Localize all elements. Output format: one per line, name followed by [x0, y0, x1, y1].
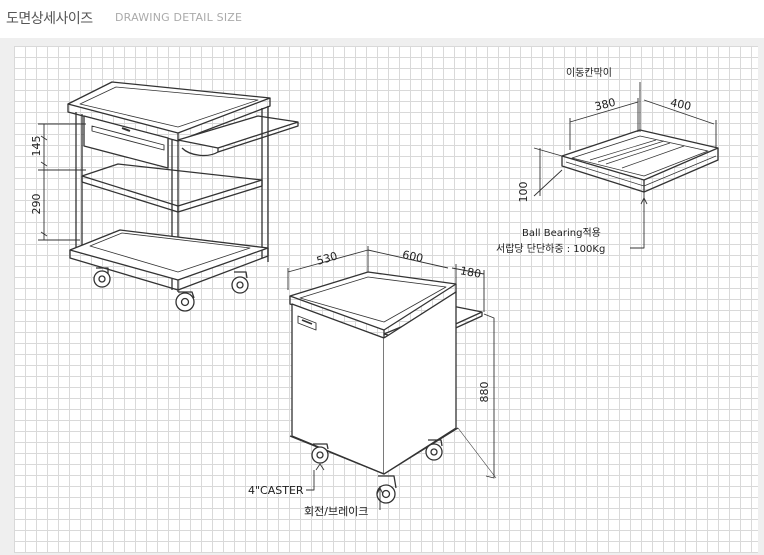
dim-shelf-290: 290	[30, 194, 43, 215]
header-bar: 도면상세사이즈 DRAWING DETAIL SIZE	[0, 0, 764, 38]
left-cart	[67, 81, 299, 312]
drawer-dimensions	[533, 82, 717, 249]
dim-400: 400	[669, 96, 692, 113]
page-title: 도면상세사이즈	[6, 11, 93, 27]
label-caster: 4"CASTER	[248, 484, 304, 497]
label-stopper: 이동칸막이	[566, 67, 612, 79]
label-bearing: Ball Bearing적용	[522, 227, 601, 239]
dim-100: 100	[517, 182, 530, 203]
dim-height-880: 880	[478, 382, 491, 403]
right-dimensions	[287, 246, 497, 510]
dim-drawer-145: 145	[30, 136, 43, 157]
dim-380: 380	[593, 96, 617, 114]
dim-tray-180: 180	[459, 264, 482, 280]
page-subtitle: DRAWING DETAIL SIZE	[115, 11, 243, 24]
label-load: 서랍당 단단하중 : 100Kg	[496, 242, 605, 255]
dim-width-600: 600	[401, 248, 424, 265]
dim-depth-530: 530	[315, 249, 339, 267]
right-cart	[289, 271, 483, 504]
label-brake: 회전/브레이크	[304, 505, 368, 518]
drawer-detail	[561, 129, 719, 193]
left-dimensions	[38, 123, 86, 241]
